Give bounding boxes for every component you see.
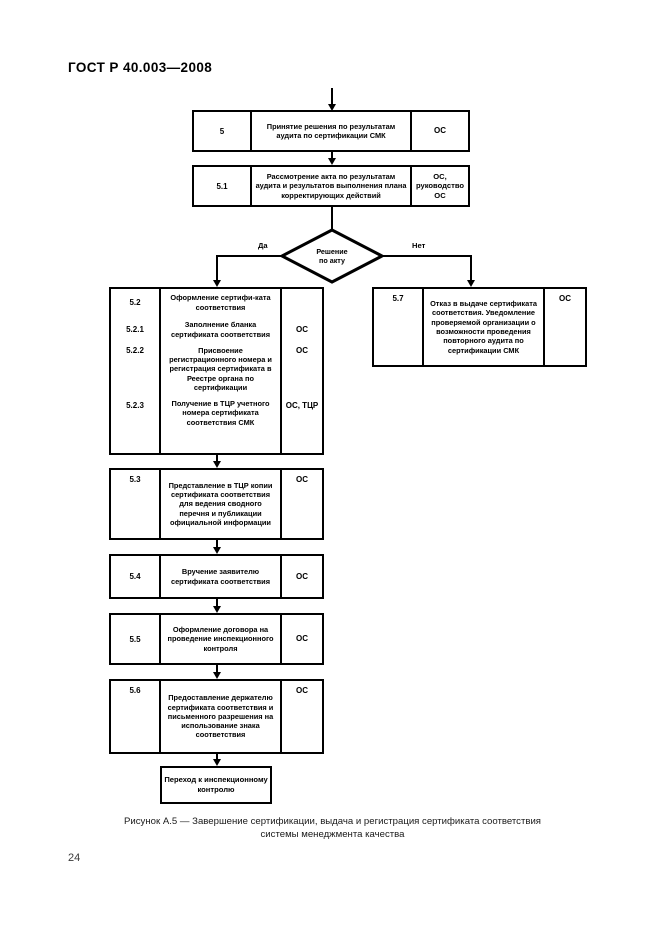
- decision-diamond-resolution[interactable]: Решение по акту: [280, 228, 384, 284]
- step-5-1-number: 5.1: [216, 181, 228, 191]
- step-5-2-3-row[interactable]: 5.2.3 Получение в ТЦР учетного номера се…: [111, 395, 322, 453]
- step-5-2-2-org: ОС: [296, 346, 308, 355]
- flow-node-step-5-6[interactable]: 5.6 Предоставление держателю сертификата…: [109, 679, 324, 754]
- flow-node-terminal-transition[interactable]: Переход к инспекционному контролю: [160, 766, 272, 804]
- flow-node-step-5[interactable]: 5 Принятие решения по результатам аудита…: [192, 110, 470, 152]
- connector-step51-to-decision: [331, 207, 333, 229]
- step-5-2-3-number: 5.2.3: [126, 401, 144, 410]
- step-5-2-1-number: 5.2.1: [126, 325, 144, 334]
- connector-step55-to-step56: [216, 665, 218, 675]
- flow-node-step-5-1[interactable]: 5.1 Рассмотрение акта по результатам ауд…: [192, 165, 470, 207]
- arrow-into-step57: [467, 280, 475, 287]
- step-5-7-org: ОС: [559, 294, 571, 303]
- step-5-6-body: Предоставление держателю сертификата соо…: [159, 681, 282, 752]
- arrow-into-step51: [328, 158, 336, 165]
- step-5-5-org: ОС: [296, 634, 308, 644]
- step-5-6-org: ОС: [296, 686, 308, 695]
- arrow-into-step53: [213, 461, 221, 468]
- branch-label-no: Нет: [412, 241, 426, 250]
- step-5-2-1-org: ОС: [296, 324, 308, 334]
- step-5-3-number: 5.3: [129, 475, 141, 484]
- step-5-number: 5: [219, 126, 225, 136]
- step-5-2-row[interactable]: 5.2 Оформление сертифи-ката соответствия: [111, 289, 322, 316]
- arrow-into-step56: [213, 672, 221, 679]
- step-5-2-body: Оформление сертифи-ката соответствия: [159, 289, 282, 316]
- connector-step5-to-step51: [331, 152, 333, 160]
- figure-caption: Рисунок А.5 — Завершение сертификации, в…: [60, 815, 605, 841]
- step-5-2-1-body: Заполнение бланка сертификата соответств…: [159, 316, 282, 343]
- document-header-standard-number: ГОСТ Р 40.003—2008: [68, 60, 213, 75]
- step-5-5-number: 5.5: [129, 634, 141, 644]
- step-5-6-number: 5.6: [129, 686, 141, 695]
- flow-node-step-5-5[interactable]: 5.5 Оформление договора на проведение ин…: [109, 613, 324, 665]
- step-5-3-org: ОС: [296, 475, 308, 484]
- terminal-body: Переход к инспекционному контролю: [164, 775, 268, 794]
- flow-node-step-5-4[interactable]: 5.4 Вручение заявителю сертификата соотв…: [109, 554, 324, 599]
- step-5-4-org: ОС: [296, 571, 308, 581]
- figure-caption-line-2: системы менеджмента качества: [260, 829, 405, 840]
- step-5-3-body: Представление в ТЦР копии сертификата со…: [159, 470, 282, 538]
- arrow-into-step54: [213, 547, 221, 554]
- step-5-2-3-org: ОС, ТЦР: [285, 401, 319, 410]
- step-5-4-number: 5.4: [129, 572, 141, 581]
- step-5-7-number: 5.7: [392, 294, 404, 303]
- step-5-2-1-row[interactable]: 5.2.1 Заполнение бланка сертификата соот…: [111, 316, 322, 343]
- flow-node-step-5-2[interactable]: 5.2 Оформление сертифи-ката соответствия…: [109, 287, 324, 455]
- connector-into-step5: [331, 88, 333, 107]
- figure-caption-line-1: Рисунок А.5 — Завершение сертификации, в…: [123, 816, 542, 827]
- connector-yes-horizontal: [216, 255, 282, 257]
- arrow-into-step52: [213, 280, 221, 287]
- connector-step53-to-step54: [216, 540, 218, 550]
- connector-no-horizontal: [382, 255, 472, 257]
- flow-node-step-5-3[interactable]: 5.3 Представление в ТЦР копии сертификат…: [109, 468, 324, 540]
- step-5-org: ОС: [434, 126, 446, 136]
- step-5-4-body: Вручение заявителю сертификата соответст…: [159, 556, 282, 597]
- branch-label-yes: Да: [258, 241, 268, 250]
- connector-yes-vertical: [216, 255, 218, 283]
- connector-step52-to-step53: [216, 455, 218, 464]
- step-5-2-org: [282, 289, 322, 316]
- step-5-2-3-body: Получение в ТЦР учетного номера сертифик…: [159, 395, 282, 453]
- flow-node-step-5-7[interactable]: 5.7 Отказ в выдаче сертификата соответст…: [372, 287, 587, 367]
- arrow-into-terminal: [213, 759, 221, 766]
- step-5-7-body: Отказ в выдаче сертификата соответствия.…: [422, 289, 545, 365]
- step-5-2-2-body: Присвоение регистрационного номера и рег…: [159, 343, 282, 395]
- step-5-2-2-row[interactable]: 5.2.2 Присвоение регистрационного номера…: [111, 343, 322, 395]
- arrow-into-step55: [213, 606, 221, 613]
- step-5-5-body: Оформление договора на проведение инспек…: [159, 615, 282, 663]
- step-5-2-number: 5.2: [129, 298, 141, 307]
- step-5-body: Принятие решения по результатам аудита п…: [250, 112, 412, 150]
- connector-step54-to-step55: [216, 599, 218, 609]
- step-5-1-org: ОС, руководство ОС: [415, 171, 465, 200]
- step-5-2-2-number: 5.2.2: [126, 346, 144, 355]
- connector-no-vertical: [470, 255, 472, 283]
- page-number: 24: [68, 852, 81, 864]
- step-5-1-body: Рассмотрение акта по результатам аудита …: [250, 167, 412, 205]
- connector-step56-to-terminal: [216, 754, 218, 762]
- arrow-into-step5: [328, 104, 336, 111]
